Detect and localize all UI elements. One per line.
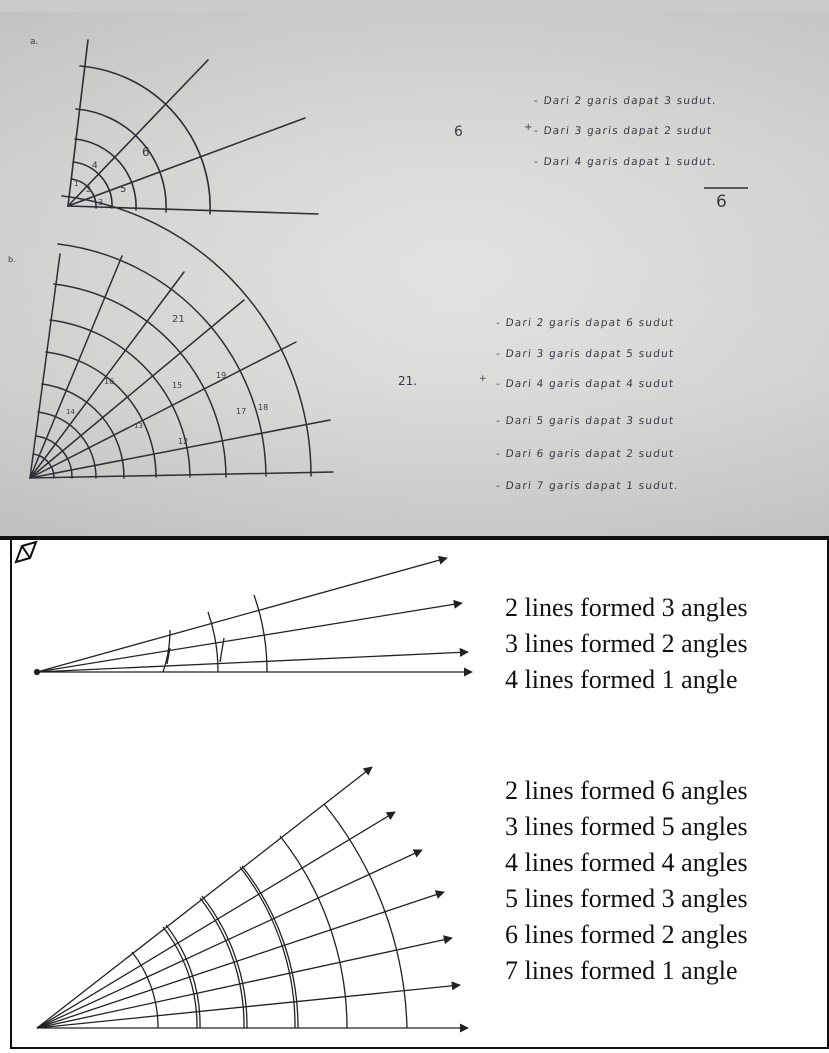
hand-angle-14: 14 (66, 408, 75, 416)
typed-diagrams (33, 555, 473, 1033)
ray-bottom-2 (36, 811, 396, 1029)
arc-bottom-5 (162, 926, 198, 1029)
arc-bottom-6 (131, 951, 159, 1029)
hand-angle-2: 2 (86, 185, 91, 194)
hand-note-top-3: - Dari 4 garis dapat 1 sudut. (533, 156, 718, 168)
typed-statement: 6 lines formed 2 angles (505, 920, 748, 949)
arc-top-4 (219, 637, 225, 663)
arc-top-5 (166, 647, 171, 665)
hand-angle-4: 4 (92, 161, 98, 171)
hand-note-top-1: - Dari 2 garis dapat 3 sudut. (533, 95, 718, 107)
hand-note-bottom-3: - Dari 4 garis dapat 4 sudut (495, 378, 675, 390)
corner-glyph (14, 540, 38, 564)
arc-bottom-4b (201, 895, 248, 1029)
arc-bottom-3 (239, 866, 296, 1029)
typed-statements-top: 2 lines formed 3 angles 3 lines formed 2… (505, 590, 748, 698)
hand-note-bottom-2: - Dari 3 garis dapat 5 sudut (495, 348, 675, 360)
hand-angle-6: 6 (142, 145, 150, 159)
hand-angle-15: 15 (172, 381, 182, 390)
arc-top-3 (162, 629, 171, 673)
arc-top-2 (207, 611, 219, 673)
typed-statement: 5 lines formed 3 angles (505, 884, 748, 913)
ray-top-2 (36, 599, 463, 673)
hand-note-bottom-1: - Dari 2 garis dapat 6 sudut (495, 317, 675, 329)
photo-top-strip (0, 0, 829, 12)
hand-angle-5: 5 (120, 184, 126, 195)
hand-note-bottom-5: - Dari 6 garis dapat 2 sudut (495, 448, 675, 460)
hand-angle-12: 12 (178, 437, 188, 446)
typed-diagram-panel: 2 lines formed 3 angles 3 lines formed 2… (10, 540, 829, 1049)
arc-bottom-1 (323, 803, 408, 1029)
arc-bottom-3b (241, 865, 299, 1029)
hand-note-top-2: - Dari 3 garis dapat 2 sudut (533, 125, 713, 137)
typed-statement: 4 lines formed 1 angle (505, 665, 738, 694)
typed-statements-bottom: 2 lines formed 6 angles 3 lines formed 5… (505, 773, 748, 989)
hand-angle-17: 17 (236, 407, 246, 416)
arc-bottom-4 (199, 897, 245, 1029)
hand-plus-bottom: + (479, 374, 487, 384)
typed-statement: 2 lines formed 6 angles (505, 776, 748, 805)
handwritten-drawings: a. 6 5 4 3 2 1 b. (8, 37, 748, 479)
ray-top-1 (36, 555, 448, 673)
ray-top-3 (36, 647, 469, 673)
typed-statement: 3 lines formed 2 angles (505, 629, 748, 658)
photo-shading (0, 0, 829, 540)
hand-angle-1: 1 (74, 180, 78, 188)
hand-diagram-top (67, 39, 319, 215)
hand-note-bottom-6: - Dari 7 garis dapat 1 sudut. (495, 480, 680, 492)
ray-bottom-3 (36, 849, 423, 1029)
ray-bottom-5 (36, 935, 453, 1029)
section-divider (0, 536, 829, 540)
hand-note-bottom-4: - Dari 5 garis dapat 3 sudut (495, 415, 675, 427)
hand-label-b: b. (8, 255, 16, 264)
typed-statement: 3 lines formed 5 angles (505, 812, 748, 841)
typed-statement: 4 lines formed 4 angles (505, 848, 748, 877)
hand-angle-13: 13 (134, 422, 143, 430)
handwritten-photo: a. 6 5 4 3 2 1 b. (0, 0, 829, 540)
typed-statement: 7 lines formed 1 angle (505, 956, 738, 985)
origin-top (33, 668, 41, 676)
arc-bottom-5b (165, 924, 201, 1029)
hand-total-top-result: 6 (716, 192, 727, 212)
hand-label-a: a. (30, 37, 38, 47)
hand-plus-top: + (524, 122, 533, 133)
ray-bottom-6 (36, 981, 461, 1029)
hand-angle-16: 16 (104, 377, 114, 386)
hand-diagram-bottom (29, 195, 334, 479)
ray-bottom-4 (36, 890, 445, 1029)
hand-total-bottom: 21. (398, 374, 418, 388)
hand-angle-19: 19 (216, 371, 226, 380)
fan-diagram-top (33, 555, 473, 677)
hand-angle-21: 21 (172, 314, 185, 325)
arc-top-1 (253, 594, 268, 673)
hand-labels-bottom: b. 21 19 18 17 16 15 14 13 12 (8, 255, 268, 446)
arc-bottom-2 (279, 835, 348, 1029)
ray-bottom-1 (36, 766, 373, 1029)
typed-statement: 2 lines formed 3 angles (505, 593, 748, 622)
hand-angle-18: 18 (258, 403, 268, 412)
fan-diagram-bottom (36, 766, 469, 1033)
hand-total-top: 6 (454, 124, 463, 140)
